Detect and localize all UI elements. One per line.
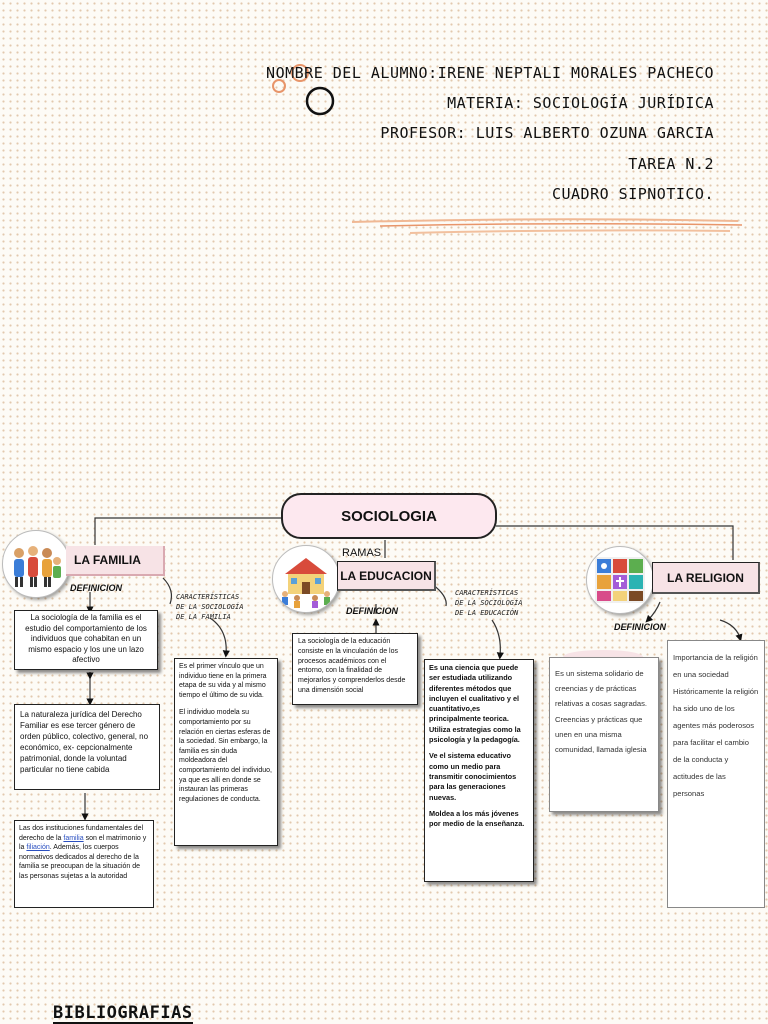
- educacion-characteristics-box: Es una ciencia que puede ser estudiada u…: [424, 659, 534, 882]
- familia-definition-label: DEFINICION: [70, 583, 123, 593]
- familia-characteristics-box: Es el primer vínculo que un individuo ti…: [174, 658, 278, 846]
- religion-definition-label: DEFINICION: [614, 622, 667, 632]
- familia-title-label: LA FAMILIA: [74, 553, 141, 567]
- religion-definition-box: Es un sistema solidario de creencias y d…: [549, 657, 659, 812]
- student-name: NOMBRE DEL ALUMNO:IRENE NEPTALI MORALES …: [266, 64, 714, 82]
- educacion-title-label: LA EDUCACION: [340, 568, 432, 583]
- familia-link[interactable]: familia: [63, 834, 84, 842]
- educacion-definition-box: La sociología de la educación consiste e…: [292, 633, 418, 705]
- religion-title: LA RELIGION: [652, 562, 760, 594]
- teacher: PROFESOR: LUIS ALBERTO OZUNA GARCIA: [380, 124, 714, 142]
- family-image: [2, 530, 70, 598]
- familia-legal-nature-box: La naturaleza jurídica del Derecho Famil…: [14, 704, 160, 790]
- educacion-characteristics-label: CARACTERÍSTICAS DE LA SOCIOLOGÍA DE LA E…: [455, 589, 523, 617]
- bibliography-heading: BIBLIOGRAFIAS: [53, 1003, 193, 1024]
- familia-title: LA FAMILIA: [66, 546, 165, 576]
- subject: MATERIA: SOCIOLOGÍA JURÍDICA: [447, 94, 714, 112]
- root-node-sociologia: SOCIOLOGIA: [281, 493, 497, 539]
- educacion-definition-label: DEFINICION: [346, 606, 399, 616]
- document-type: CUADRO SIPNOTICO.: [551, 185, 714, 203]
- education-image: [272, 545, 340, 613]
- familia-institutions-box: Las dos instituciones fundamentales del …: [14, 820, 154, 908]
- branches-label: RAMAS: [342, 547, 382, 559]
- religion-importance-box: Importancia de la religión en una socied…: [667, 640, 765, 908]
- familia-definition-box: La sociología de la familia es el estudi…: [14, 610, 158, 670]
- decorative-brush-lines: [351, 218, 743, 234]
- task-number: TAREA N.2: [628, 155, 714, 173]
- religion-symbols-image: [586, 546, 654, 614]
- decorative-circles: [272, 64, 335, 116]
- root-label: SOCIOLOGIA: [341, 507, 437, 525]
- religion-title-label: LA RELIGION: [667, 570, 744, 585]
- filiacion-link[interactable]: filiación: [26, 844, 50, 852]
- familia-characteristics-label: CARACTERÍSTICAS DE LA SOCIOLOGÍA DE LA F…: [176, 593, 244, 621]
- educacion-title: LA EDUCACION: [337, 561, 436, 591]
